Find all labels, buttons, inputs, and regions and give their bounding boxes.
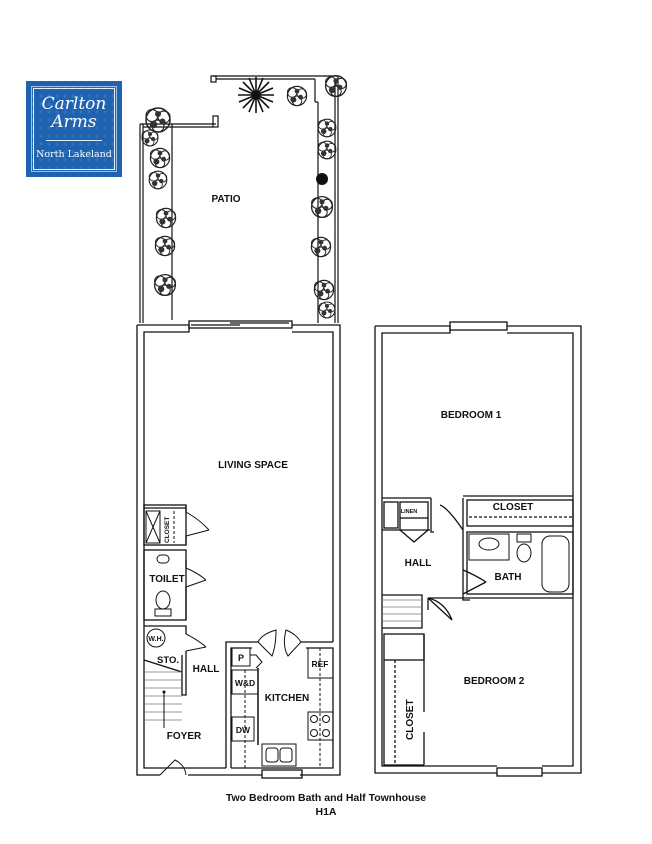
linen-closet-fixture <box>145 510 210 544</box>
label-pantry: P <box>238 653 244 663</box>
front-door <box>159 759 187 776</box>
full-bath-fixtures <box>468 533 570 593</box>
plan-unit-code: H1A <box>315 806 337 818</box>
second-floor-walls <box>374 321 582 777</box>
storage-fixtures <box>146 628 207 652</box>
logo-location: North Lakeland <box>36 149 112 160</box>
label-washer-dryer: W&D <box>235 678 255 688</box>
patio-landscaping <box>141 74 348 319</box>
label-linen: LINEN <box>401 509 418 515</box>
label-foyer: FOYER <box>167 731 202 742</box>
label-patio: PATIO <box>211 194 240 205</box>
label-refrigerator: REF <box>312 659 329 669</box>
logo-name: Carlton Arms <box>34 95 114 131</box>
label-bath: BATH <box>494 572 521 583</box>
patio-area <box>139 75 339 323</box>
label-water-heater: W.H. <box>148 636 163 643</box>
label-toilet: TOILET <box>149 574 184 585</box>
logo-name-line2: Arms <box>51 112 97 132</box>
label-bedroom1: BEDROOM 1 <box>441 410 502 421</box>
carlton-arms-logo: Carlton Arms North Lakeland <box>26 81 122 177</box>
first-floor-stairs <box>145 671 182 728</box>
label-bedroom2-closet: CLOSET <box>405 699 416 740</box>
label-first-floor-closet: CLOSET <box>164 517 171 543</box>
label-kitchen: KITCHEN <box>265 693 309 704</box>
label-bedroom2: BEDROOM 2 <box>464 676 525 687</box>
label-dishwasher: DW <box>236 725 251 735</box>
palm-plant-icon <box>238 77 274 113</box>
logo-name-line1: Carlton <box>41 94 107 114</box>
label-living-space: LIVING SPACE <box>218 460 288 471</box>
logo-divider <box>46 140 102 141</box>
label-storage: STO. <box>157 655 179 666</box>
label-hall-first: HALL <box>193 664 220 675</box>
half-bath-fixtures <box>154 554 207 617</box>
label-bedroom1-closet: CLOSET <box>493 502 534 513</box>
logo-frame: Carlton Arms North Lakeland <box>33 88 115 170</box>
kitchen-fixtures <box>231 629 334 768</box>
plan-title: Two Bedroom Bath and Half Townhouse <box>225 792 427 804</box>
small-palm-icon <box>316 173 328 185</box>
label-hall-second: HALL <box>405 558 432 569</box>
first-floor-walls <box>136 320 341 779</box>
